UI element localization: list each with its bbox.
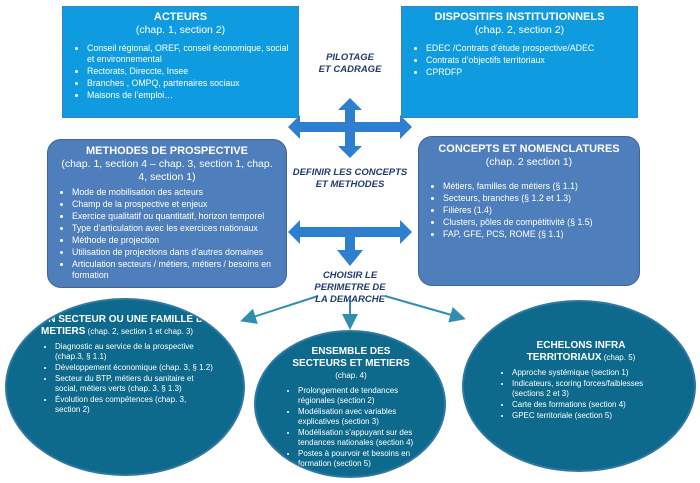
methodes-item: Champ de la prospective et enjeux <box>72 199 278 210</box>
concepts-title: CONCEPTS ET NOMENCLATURES <box>438 143 620 155</box>
echelons-ref: (chap. 5) <box>601 353 636 362</box>
methodes-item: Mode de mobilisation des acteurs <box>72 187 278 198</box>
dispositifs-item: EDEC /Contrats d’étude prospective/ADEC <box>426 43 629 54</box>
acteurs-list: Conseil régional, OREF, conseil économiq… <box>71 43 290 101</box>
secteur-item: Diagnostic au service de la prospective … <box>55 342 213 362</box>
methodes-item: Utilisation de projections dans d’autres… <box>72 247 278 258</box>
dispositifs-subtitle: (chap. 2, section 2) <box>474 24 565 36</box>
methodes-item: Articulation secteurs / métiers, métiers… <box>72 259 278 281</box>
secteur-item: Secteur du BTP, métiers du sanitaire et … <box>55 374 213 394</box>
secteur-list: Diagnostic au service de la prospective … <box>41 342 213 415</box>
label-pilotage: PILOTAGE ET CADRAGE <box>318 52 382 75</box>
ensemble-heading: ENSEMBLE DES SECTEURS ET METIERS (chap. … <box>284 346 418 382</box>
echelons-item: Indicateurs, scoring forces/faiblesses (… <box>512 379 664 399</box>
echelons-item: GPEC territoriale (section 5) <box>512 411 664 421</box>
echelons-item: Carte des formations (section 4) <box>512 400 664 410</box>
secteur-item: Évolution des compétences (chap. 3, sect… <box>55 395 213 415</box>
secteur-ref: (chap. 2, section 1 et chap. 3) <box>85 327 194 336</box>
methodes-list: Mode de mobilisation des acteurs Champ d… <box>56 187 278 281</box>
arrow-to-echelons <box>384 295 466 323</box>
ensemble-ellipse: ENSEMBLE DES SECTEURS ET METIERS (chap. … <box>254 330 446 478</box>
acteurs-item: Conseil régional, OREF, conseil économiq… <box>87 43 290 65</box>
ensemble-ref: (chap. 4) <box>335 371 367 380</box>
ensemble-item: Prolongement de tendances régionales (se… <box>298 386 418 406</box>
ensemble-item: Postes à pourvoir et besoins en formatio… <box>298 449 418 469</box>
concepts-item: Secteurs, branches (§ 1.2 et 1.3) <box>443 193 631 204</box>
acteurs-item: Maisons de l’emploi… <box>87 90 290 101</box>
echelons-list: Approche systémique (section 1) Indicate… <box>498 368 664 421</box>
concepts-box: CONCEPTS ET NOMENCLATURES (chap. 2 secti… <box>418 136 640 286</box>
cross-arrow-top <box>288 98 412 158</box>
ensemble-title: ENSEMBLE DES SECTEURS ET METIERS <box>292 346 410 369</box>
dispositifs-title: DISPOSITIFS INSTITUTIONNELS <box>434 11 605 23</box>
concepts-list: Métiers, familles de métiers (§ 1.1) Sec… <box>427 181 631 240</box>
concepts-item: Métiers, familles de métiers (§ 1.1) <box>443 181 631 192</box>
secteur-heading: UN SECTEUR OU UNE FAMILLE DE METIERS (ch… <box>41 314 213 338</box>
dispositifs-box: DISPOSITIFS INSTITUTIONNELS (chap. 2, se… <box>401 6 638 118</box>
acteurs-item: Branches , OMPQ, partenaires sociaux <box>87 78 290 89</box>
dispositifs-item: CPRDFP <box>426 67 629 78</box>
secteur-item: Développement économique (chap. 3, § 1.2… <box>55 363 213 373</box>
methodes-item: Méthode de projection <box>72 235 278 246</box>
arrow-to-secteur <box>240 295 319 324</box>
methodes-item: Type d’articulation avec les exercices n… <box>72 223 278 234</box>
echelons-ellipse: ECHELONS INFRA TERRITORIAUX (chap. 5) Ap… <box>462 300 696 472</box>
down-arrow-choisir <box>337 232 363 266</box>
concepts-subtitle: (chap. 2 section 1) <box>485 156 573 168</box>
echelons-title: ECHELONS INFRA TERRITORIAUX <box>526 340 626 363</box>
dispositifs-list: EDEC /Contrats d’étude prospective/ADEC … <box>410 43 629 78</box>
acteurs-subtitle: (chap. 1, section 2) <box>135 24 226 36</box>
concepts-item: Filières (1.4) <box>443 205 631 216</box>
methodes-item: Exercice qualitatif ou quantitatif, hori… <box>72 211 278 222</box>
label-definir: DEFINIR LES CONCEPTS ET METHODES <box>292 167 408 190</box>
ensemble-item: Modélisation s’appuyant sur des tendance… <box>298 428 418 448</box>
concepts-item: FAP, GFE, PCS, ROME (§ 1.1) <box>443 229 631 240</box>
dispositifs-item: Contrats d’objectifs territoriaux <box>426 55 629 66</box>
methodes-box: METHODES DE PROSPECTIVE (chap. 1, sectio… <box>47 139 287 288</box>
label-choisir: CHOISIR LE PERIMETRE DE LA DEMARCHE <box>314 270 386 305</box>
concepts-item: Clusters, pôles de compétitivité (§ 1.5) <box>443 217 631 228</box>
methodes-title: METHODES DE PROSPECTIVE <box>86 145 248 157</box>
ensemble-item: Modélisation avec variables explicatives… <box>298 407 418 427</box>
secteur-ellipse: UN SECTEUR OU UNE FAMILLE DE METIERS (ch… <box>5 298 245 476</box>
acteurs-title: ACTEURS <box>153 11 208 23</box>
echelons-heading: ECHELONS INFRA TERRITORIAUX (chap. 5) <box>498 340 664 364</box>
methodes-subtitle: (chap. 1, section 4 – chap. 3, section 1… <box>61 158 273 183</box>
echelons-item: Approche systémique (section 1) <box>512 368 664 378</box>
acteurs-box: ACTEURS (chap. 1, section 2) Conseil rég… <box>62 6 299 118</box>
acteurs-item: Rectorats, Direccte, Insee <box>87 66 290 77</box>
ensemble-list: Prolongement de tendances régionales (se… <box>284 386 418 469</box>
secteur-title: UN SECTEUR OU UNE FAMILLE DE METIERS <box>41 314 210 337</box>
